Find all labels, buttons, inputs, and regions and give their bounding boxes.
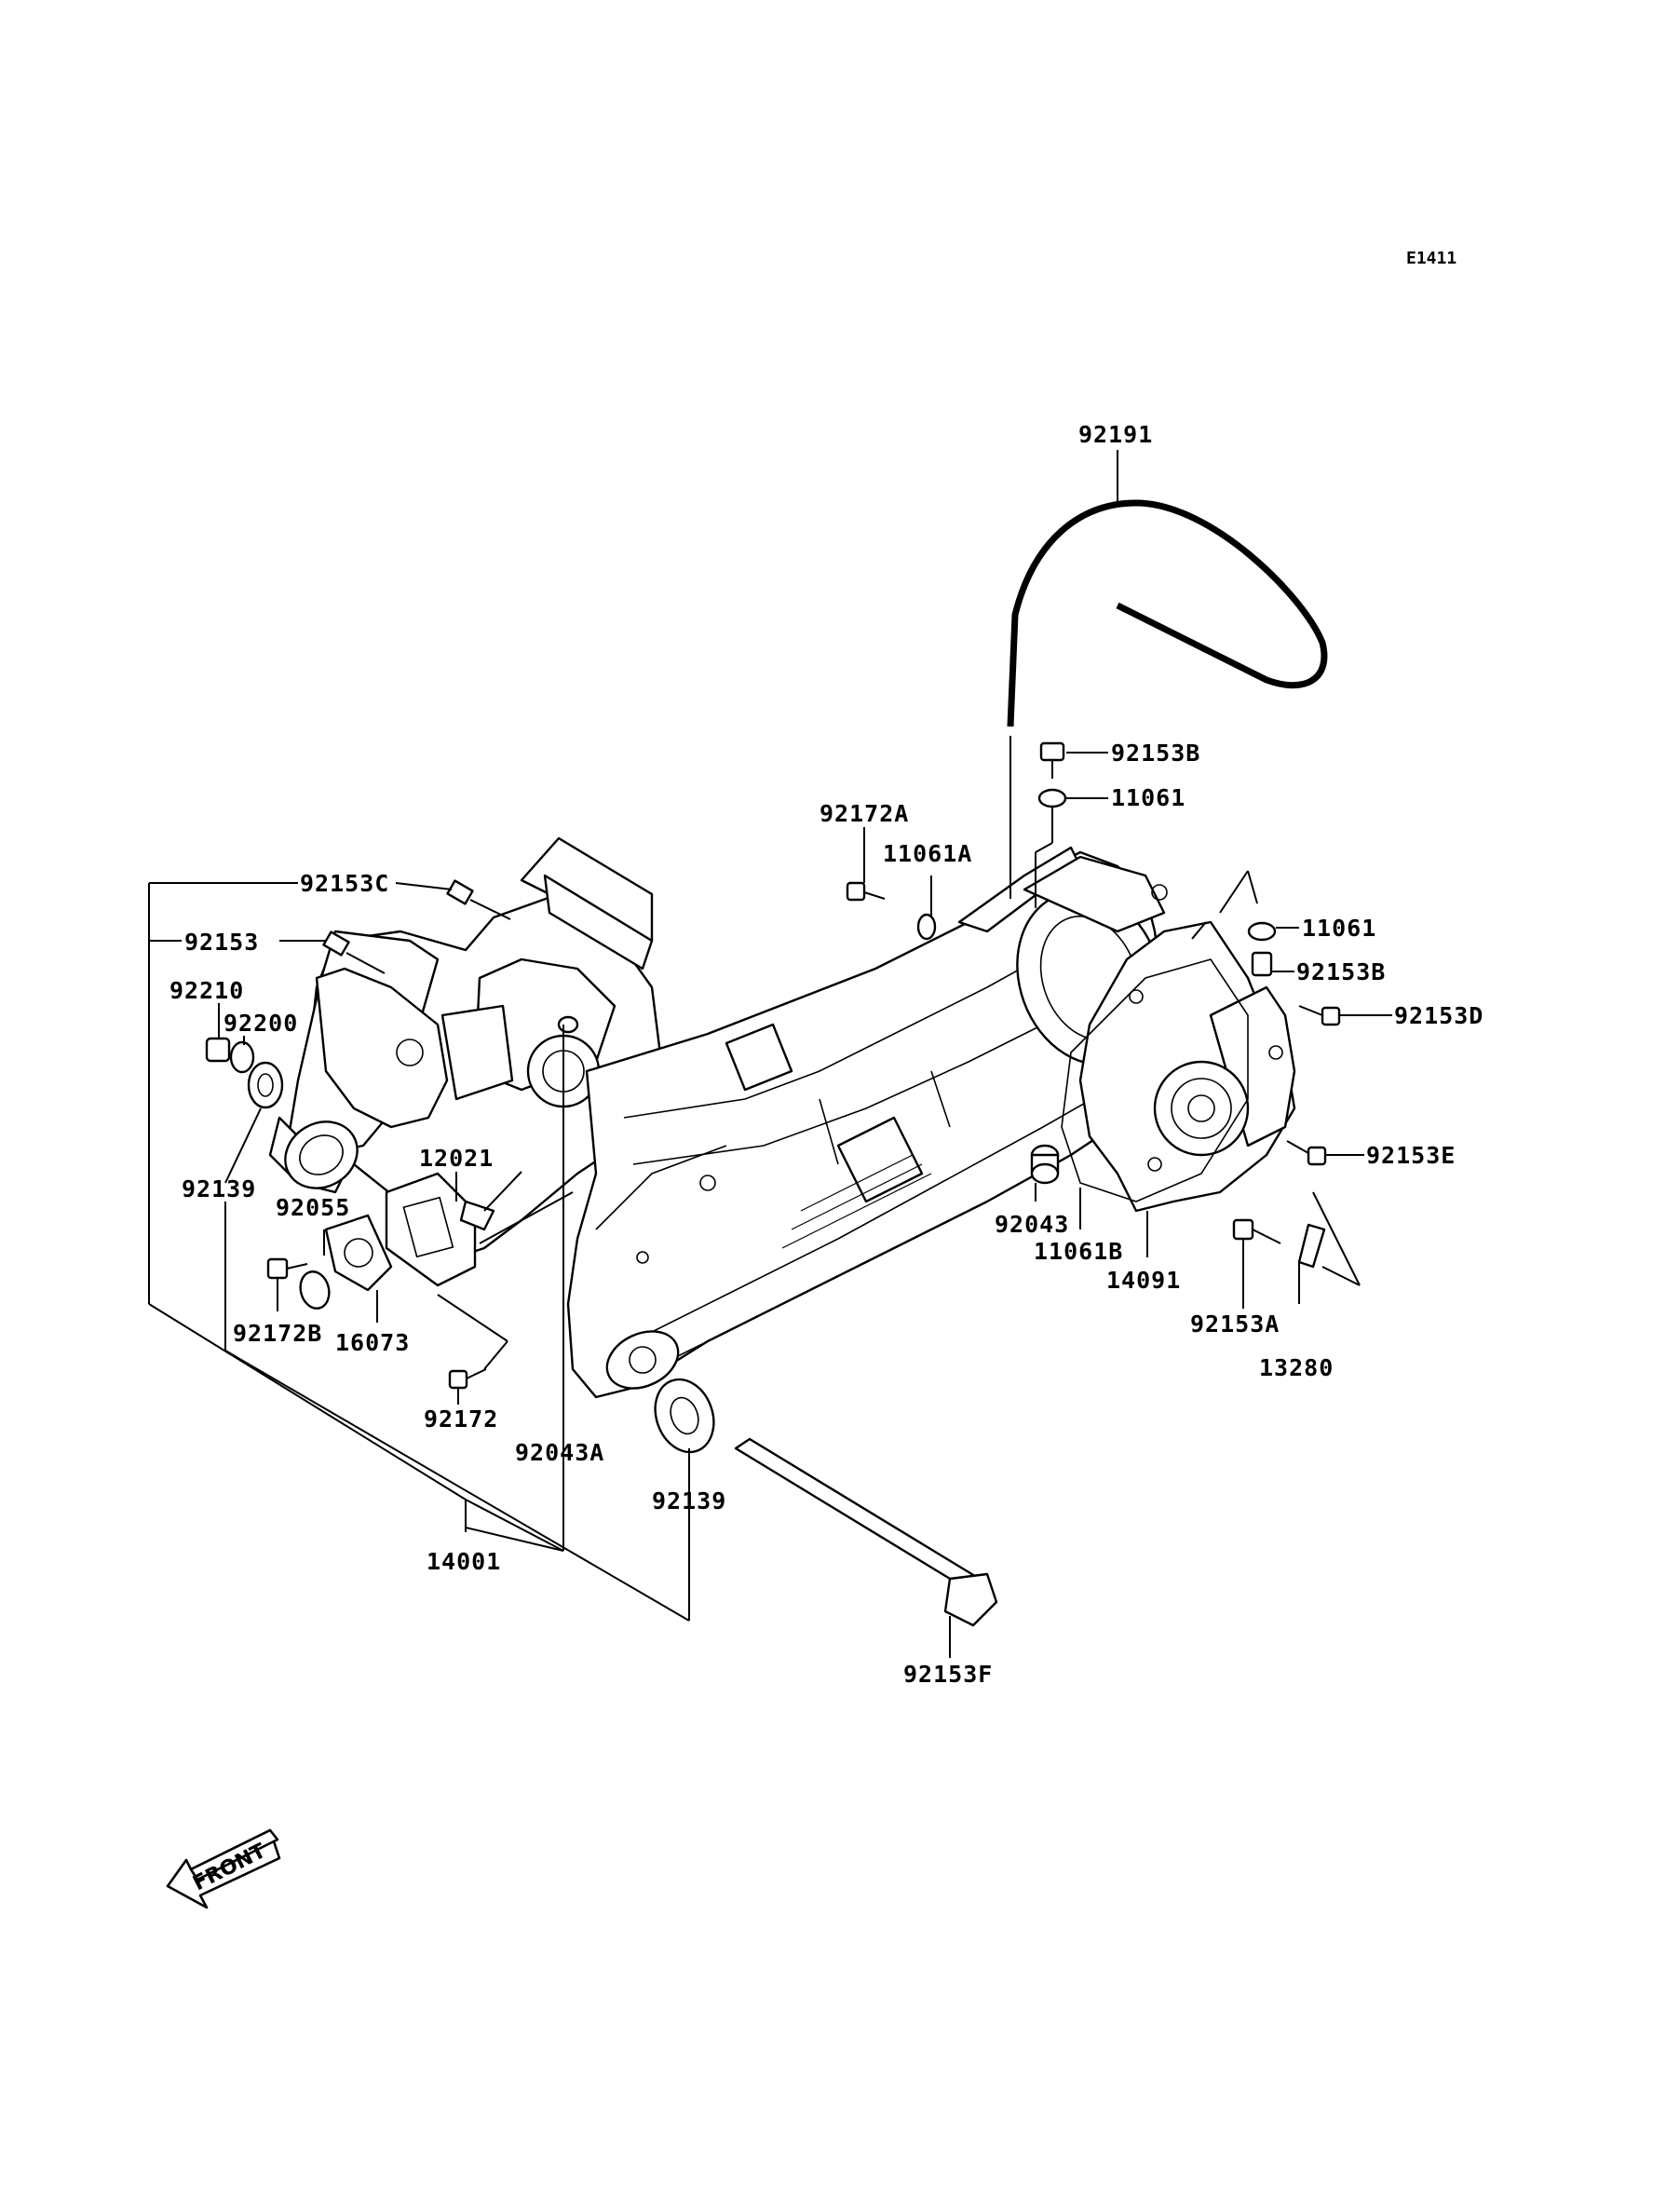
diagram-code: E1411 [1406, 249, 1456, 268]
leader-lines [148, 450, 1392, 1658]
label-11061-top: 11061 [1111, 784, 1185, 811]
label-92153d: 92153D [1394, 1002, 1484, 1029]
label-92172: 92172 [424, 1406, 498, 1433]
label-92210: 92210 [169, 977, 244, 1004]
label-92153: 92153 [184, 929, 259, 956]
label-92153a: 92153A [1190, 1310, 1280, 1338]
label-92055: 92055 [276, 1194, 350, 1221]
label-92139-bottom: 92139 [652, 1487, 726, 1514]
drive-belt [1007, 499, 1328, 727]
part-labels: 92191 92153B 11061 92172A 11061A 92153C … [169, 421, 1484, 1688]
label-14001: 14001 [427, 1548, 501, 1575]
label-92153b-top: 92153B [1111, 740, 1200, 767]
intake-parts [299, 1172, 495, 1310]
front-arrow: FRONT [166, 1828, 281, 1909]
label-92153f: 92153F [903, 1661, 993, 1688]
right-cover [1078, 920, 1296, 1213]
label-12021: 12021 [419, 1145, 494, 1172]
label-16073: 16073 [335, 1329, 410, 1356]
label-11061-right: 11061 [1302, 915, 1376, 942]
label-92200: 92200 [224, 1010, 298, 1037]
label-92172b: 92172B [233, 1320, 322, 1347]
label-92153b-right: 92153B [1296, 958, 1386, 985]
label-92191: 92191 [1078, 421, 1153, 448]
crankcase-body [305, 836, 1168, 1399]
label-92153c: 92153C [300, 870, 389, 897]
label-11061a: 11061A [883, 840, 972, 867]
label-92153e: 92153E [1366, 1142, 1456, 1169]
label-92172a: 92172A [820, 800, 909, 827]
gasket-11061b [1061, 958, 1249, 1202]
bolts [205, 741, 1341, 1627]
label-92139-left: 92139 [182, 1175, 256, 1202]
label-92043: 92043 [995, 1211, 1069, 1238]
label-92043a: 92043A [515, 1439, 604, 1466]
label-13280: 13280 [1259, 1354, 1334, 1381]
label-14091: 14091 [1106, 1267, 1181, 1294]
left-crankcase-half [268, 930, 514, 1194]
label-11061b: 11061B [1034, 1238, 1123, 1265]
